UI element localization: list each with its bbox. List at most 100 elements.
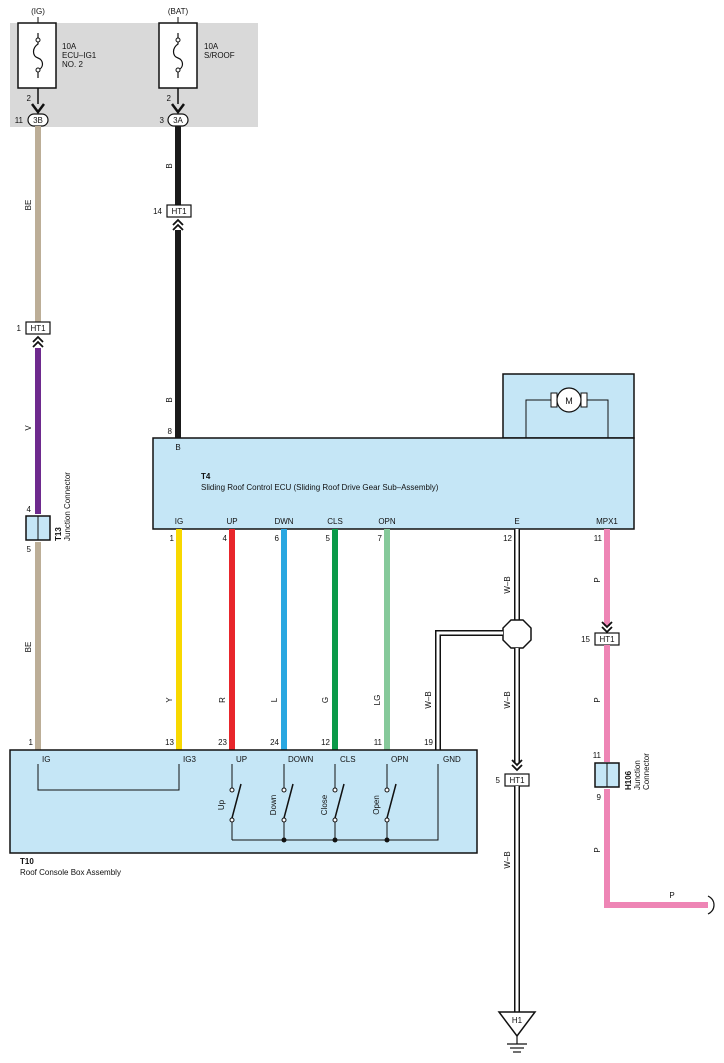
fuse-1-name-line2: NO. 2 [62, 60, 83, 69]
fuse-2-icon [172, 33, 184, 78]
ig-source-label: (IG) [31, 7, 45, 16]
connector-3b-pin: 11 [15, 116, 24, 125]
ecu-terminal-name: E [514, 517, 519, 526]
fuse-1-name-line1: ECU–IG1 [62, 51, 97, 60]
ground-symbol-icon [497, 1011, 537, 1038]
ecu-code: T4 [201, 472, 211, 481]
console-switches: Up Down Close Open [217, 764, 439, 843]
console-terminal-pin: 12 [321, 738, 330, 747]
sliding-roof-control-ecu: B T4 Sliding Roof Control ECU (Sliding R… [152, 437, 635, 543]
ecu-terminal-pin: 7 [378, 534, 383, 543]
switch-close-icon [334, 783, 345, 819]
console-terminal-name: UP [236, 755, 247, 764]
switch-down-icon [283, 783, 294, 819]
ecu-terminal-pin: 5 [326, 534, 331, 543]
switch-open-icon [386, 783, 397, 819]
ht1-connector-c: HT1 [599, 635, 615, 644]
wire-wb-label-1: W–B [503, 576, 512, 593]
console-code: T10 [20, 857, 34, 866]
console-terminal-pin: 11 [374, 738, 383, 747]
bat-source-label: (BAT) [168, 7, 189, 16]
wire-g-label: G [321, 697, 330, 703]
ecu-terminal-pin: 6 [275, 534, 280, 543]
wire-wb-label-3: W–B [503, 691, 512, 708]
console-terminal-name: OPN [391, 755, 409, 764]
wire-y-label: Y [165, 697, 174, 703]
ht1-connector-d: HT1 [509, 776, 525, 785]
ecu-name: Sliding Roof Control ECU (Sliding Roof D… [201, 483, 439, 492]
ht1-connector-a: HT1 [171, 207, 187, 216]
console-terminal-name: IG3 [183, 755, 196, 764]
console-terminal-pin: 24 [270, 738, 279, 747]
fuse-box: (IG) (BAT) 10A ECU–IG1 NO. 2 2 3B 11 [10, 7, 258, 127]
wire-p-label-1: P [593, 577, 602, 582]
ground-circuit: W–B W–B W–B HT1 5 W–B H1 [424, 529, 537, 1053]
console-terminal-pin: 13 [165, 738, 174, 747]
ground-joint [502, 619, 532, 649]
bat-circuit: B HT1 14 B 8 [153, 126, 192, 438]
ecu-terminal-pin: 4 [223, 534, 228, 543]
h106-pin-top: 11 [593, 751, 602, 760]
ecu-terminal-name: CLS [327, 517, 343, 526]
wire-be-lower-label: BE [24, 642, 33, 653]
wire-p-lower [604, 789, 708, 908]
h106-pin-bottom: 9 [597, 793, 602, 802]
h106-name-line2: Connector [642, 753, 651, 790]
console-terminal-name: DOWN [288, 755, 314, 764]
console-terminal-pin: 1 [29, 738, 34, 747]
wire-p-label-2: P [593, 697, 602, 702]
wire-p-label-4: P [669, 891, 674, 900]
wire-continuation-icon [707, 895, 715, 915]
fuse-1-icon [32, 33, 44, 78]
console-terminal-pin: 19 [424, 738, 433, 747]
wire-p-label-3: P [593, 847, 602, 852]
wire-b-lower-label: B [165, 397, 174, 402]
t13-pin-bottom: 5 [27, 545, 32, 554]
ht1-connector-b: HT1 [30, 324, 46, 333]
ht1-connector-b-pin: 1 [17, 324, 22, 333]
switch-down-label: Down [269, 795, 278, 815]
t13-pin-top: 4 [27, 505, 32, 514]
wire-l-label: L [270, 697, 279, 702]
switch-close-label: Close [320, 794, 329, 815]
ecu-b-pin: 8 [168, 427, 173, 436]
wire-be-upper-label: BE [24, 200, 33, 211]
wire-wb-joint-to-console [435, 630, 503, 750]
fuse-ecu-ig1-no2: 10A ECU–IG1 NO. 2 2 3B 11 [15, 17, 97, 127]
fuse-s-roof: 10A S/ROOF 2 3A 3 [158, 17, 235, 127]
ecu-terminal-name: OPN [378, 517, 396, 526]
h106-code: H106 [624, 770, 633, 790]
signal-wires: Y R L G LG [165, 529, 390, 750]
ecu-terminal-name: DWN [274, 517, 293, 526]
ht1-connector-c-pin: 15 [581, 635, 590, 644]
fuse-2-amp: 10A [204, 42, 219, 51]
ig-circuit: BE HT1 1 V 4 5 T13 Junction Connector BE [17, 126, 72, 750]
connector-3a: 3A [173, 116, 183, 125]
fuse-1-pin: 2 [27, 94, 32, 103]
fuse-2-pin: 2 [167, 94, 172, 103]
ecu-b-terminal: B [175, 443, 180, 452]
connector-3a-pin: 3 [160, 116, 165, 125]
console-terminal-name: GND [443, 755, 461, 764]
ecu-terminal-pin: 12 [503, 534, 512, 543]
wire-v-label: V [24, 425, 33, 431]
switch-up-label: Up [217, 799, 226, 810]
connector-3b: 3B [33, 116, 43, 125]
wire-r-label: R [218, 697, 227, 703]
motor-label: M [565, 396, 573, 406]
switch-up-icon [231, 783, 242, 819]
ecu-terminal-name: IG [175, 517, 183, 526]
ecu-terminal-pin: 1 [170, 534, 175, 543]
wire-b-upper-label: B [165, 163, 174, 168]
wire-wb-label-2: W–B [424, 691, 433, 708]
sliding-roof-motor: M [502, 373, 635, 439]
wire-lg-label: LG [373, 695, 382, 706]
mpx-circuit: P HT1 15 P 11 9 H106 Junction Connector … [581, 529, 715, 915]
ecu-terminal-pin: 11 [594, 534, 603, 543]
ecu-terminal-name: UP [226, 517, 237, 526]
console-terminal-name: CLS [340, 755, 356, 764]
